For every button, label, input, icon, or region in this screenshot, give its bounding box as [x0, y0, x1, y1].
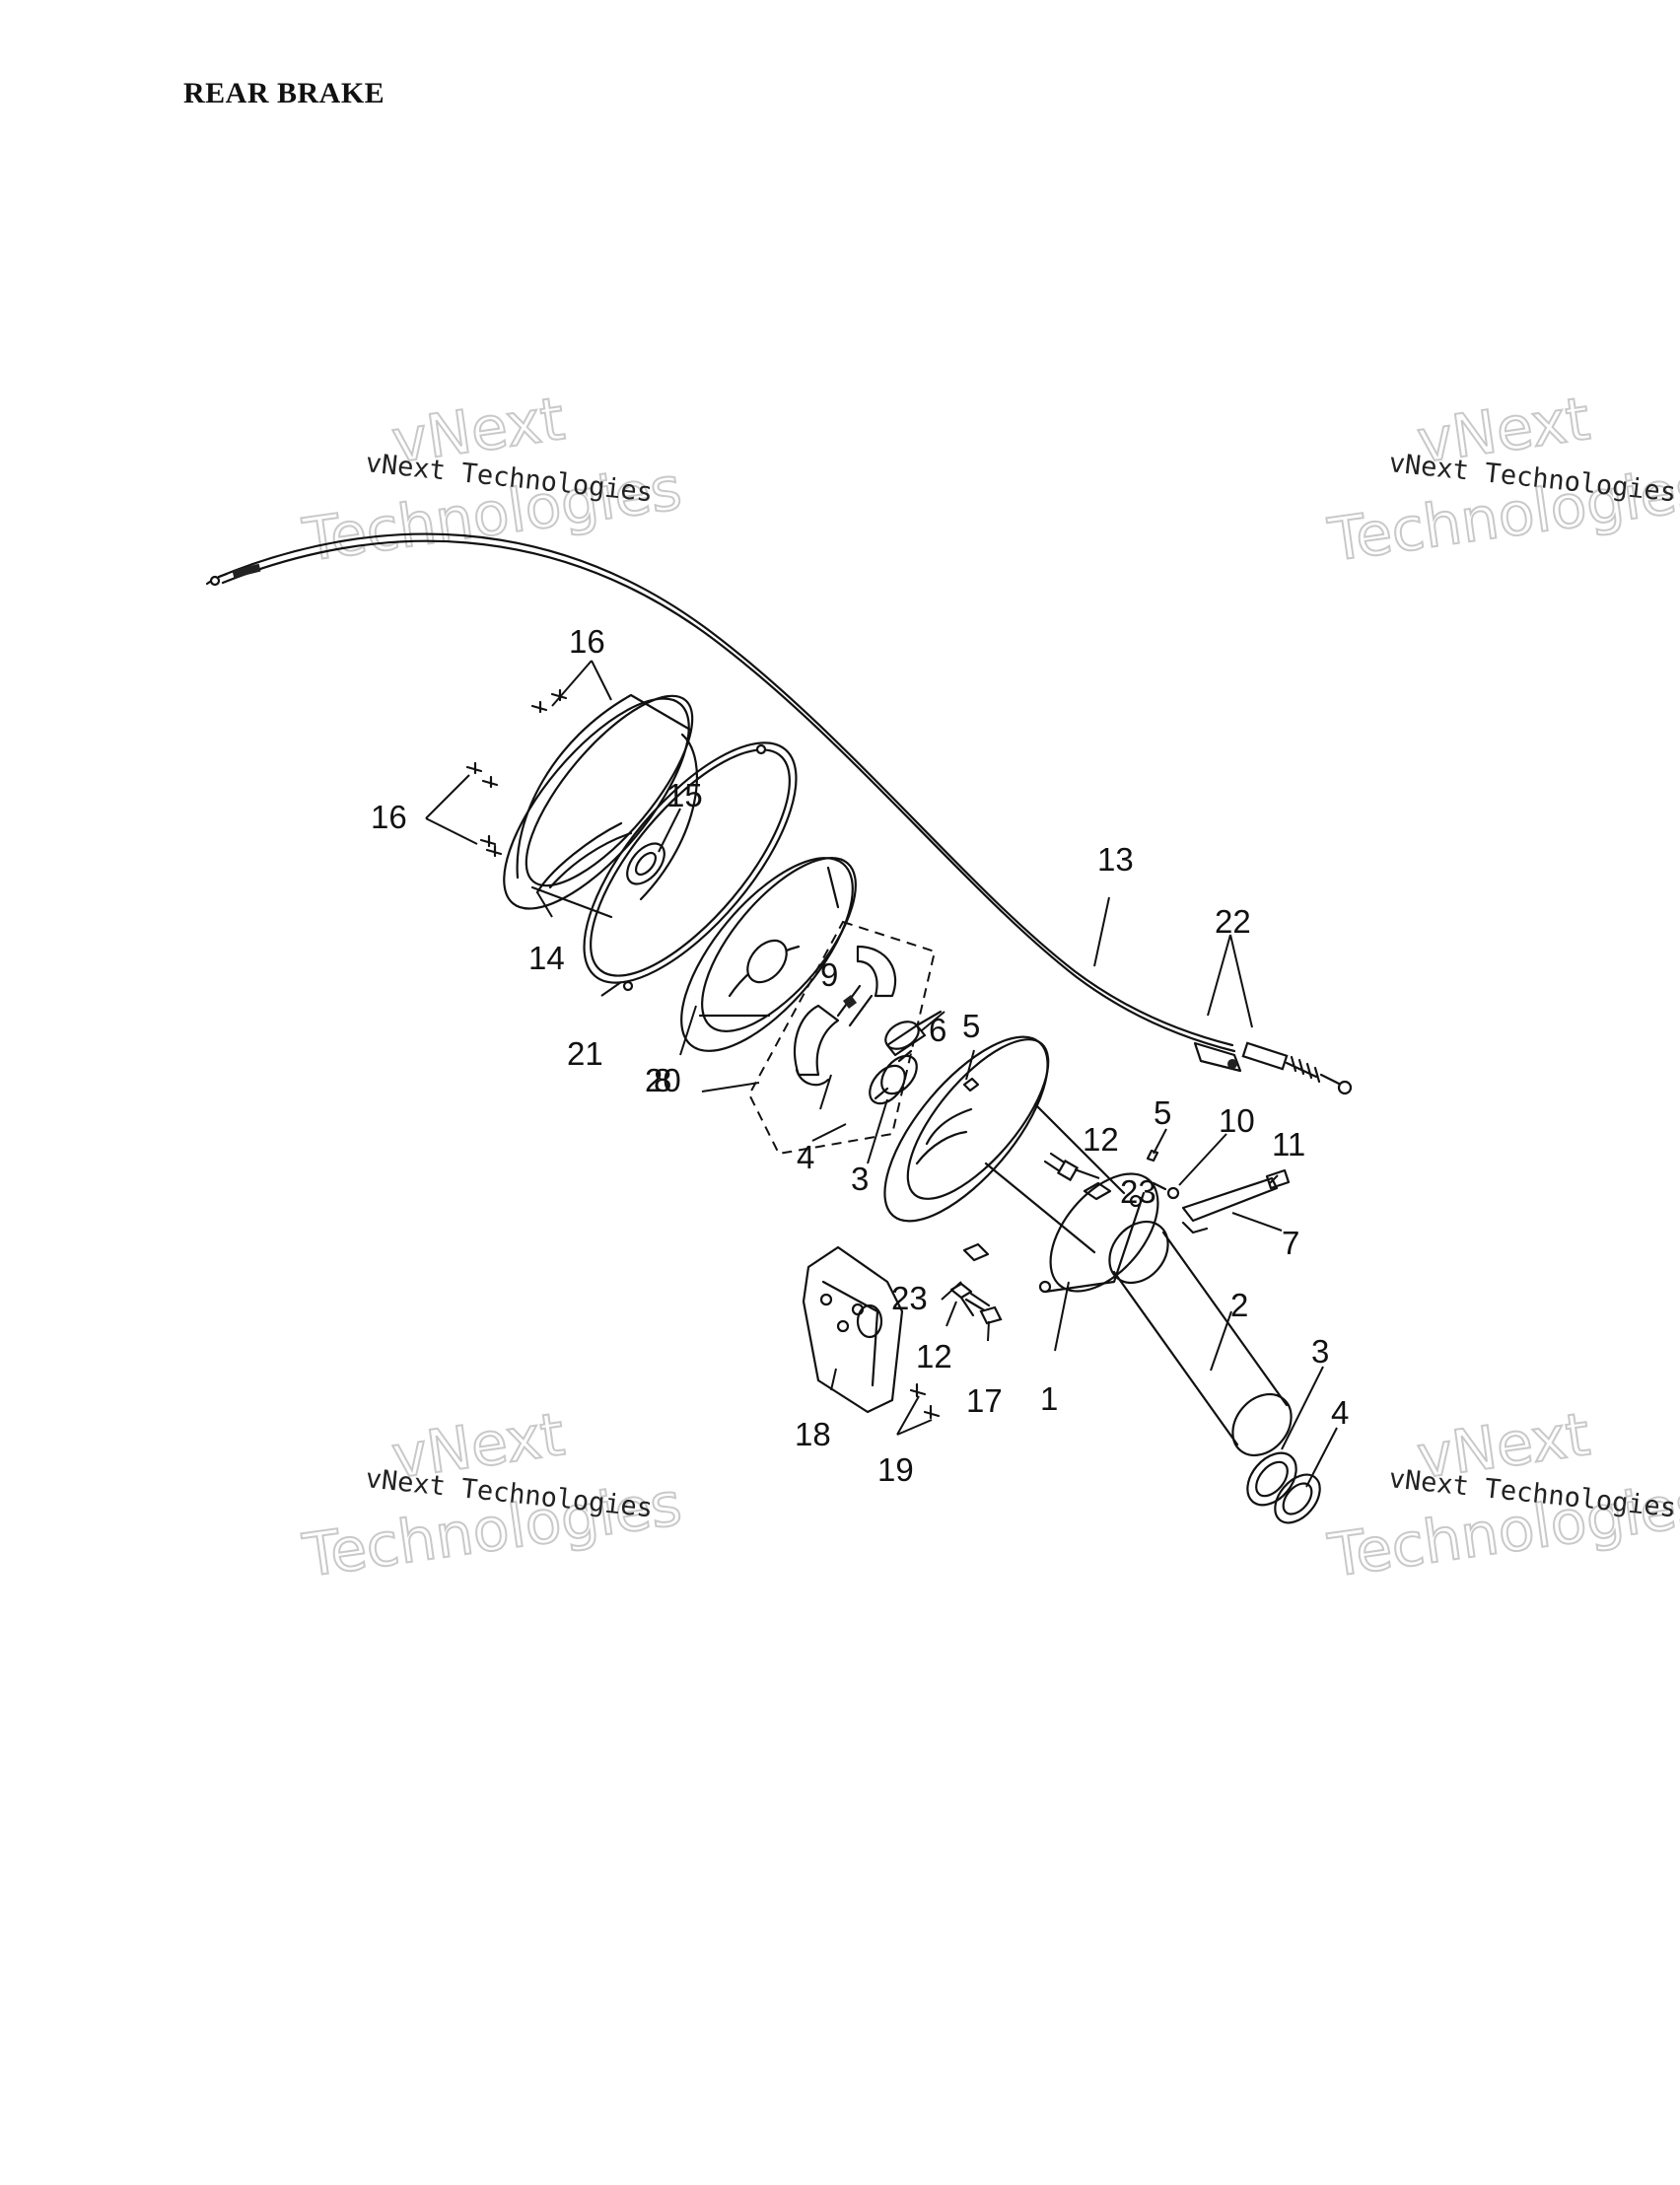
brake-drum-20: [680, 857, 857, 1052]
callout-6: 6: [929, 1012, 946, 1048]
bearing-3-outer: [1246, 1451, 1297, 1507]
gasket-21: [583, 741, 798, 992]
watermark-top-right: vNext Technologies vNext Technologies: [1323, 384, 1680, 577]
callout-12: 12: [916, 1338, 952, 1374]
callout-13: 13: [1097, 841, 1134, 878]
pin-5-upper: [1146, 1149, 1159, 1163]
watermark-bottom-right: vNext Technologies vNext Technologies: [1323, 1399, 1680, 1592]
callout-12: 12: [1083, 1121, 1119, 1158]
leader-lines: [425, 660, 1338, 1488]
callout-5: 5: [1154, 1094, 1171, 1131]
callout-16: 16: [371, 799, 407, 835]
callout-2: 2: [1230, 1287, 1248, 1323]
callout-21: 21: [567, 1035, 603, 1072]
callout-1: 1: [1040, 1380, 1058, 1417]
callout-9: 9: [820, 956, 838, 993]
nut-23-upper: [1083, 1181, 1112, 1201]
pin-5-lower: [962, 1077, 980, 1092]
screws-19: [909, 1382, 941, 1420]
bolt-12-upper: [1043, 1152, 1080, 1182]
callout-3: 3: [851, 1161, 869, 1197]
brake-shoe-set-8: [747, 920, 937, 1156]
bolt-17: [964, 1292, 1003, 1325]
callout-17: 17: [966, 1382, 1003, 1419]
seal-4-outer: [1274, 1473, 1321, 1524]
backing-plate-18: [802, 1245, 904, 1414]
axle-2: [1108, 1220, 1293, 1457]
callout-5: 5: [962, 1008, 980, 1044]
brake-cam-6: [884, 1010, 943, 1057]
screws-16: [465, 688, 568, 858]
callout-4: 4: [1331, 1394, 1349, 1431]
callout-18: 18: [795, 1416, 831, 1452]
callout-22: 22: [1215, 903, 1251, 940]
page-title: REAR BRAKE: [183, 77, 385, 109]
callout-23: 23: [891, 1280, 928, 1316]
callout-4: 4: [797, 1139, 814, 1175]
callout-labels: 1 2 3 3 4 4 5 5 6 7 8 9 10 11 12 12 13 1…: [371, 623, 1349, 1488]
cable-end-22: [1193, 1041, 1353, 1095]
callout-7: 7: [1282, 1225, 1299, 1261]
callout-11: 11: [1272, 1126, 1305, 1163]
brake-cable: [205, 532, 1236, 1053]
nut-23-lower: [962, 1242, 990, 1262]
drum-cover-14: [503, 693, 698, 919]
bearing-3-inner: [869, 1049, 918, 1105]
callout-14: 14: [528, 940, 565, 976]
watermark-bottom-left: vNext Technologies vNext Technologies: [298, 1399, 686, 1592]
callout-10: 10: [1219, 1102, 1255, 1139]
callout-15: 15: [666, 777, 703, 813]
hub-housing-1: [883, 1035, 1159, 1294]
brake-arm-7: [1152, 1168, 1291, 1234]
callout-20: 20: [645, 1062, 681, 1098]
callout-8: 8: [654, 1062, 671, 1098]
callout-23: 23: [1120, 1173, 1156, 1210]
callout-3: 3: [1311, 1333, 1329, 1370]
callout-19: 19: [877, 1451, 914, 1488]
callout-16: 16: [569, 623, 605, 660]
